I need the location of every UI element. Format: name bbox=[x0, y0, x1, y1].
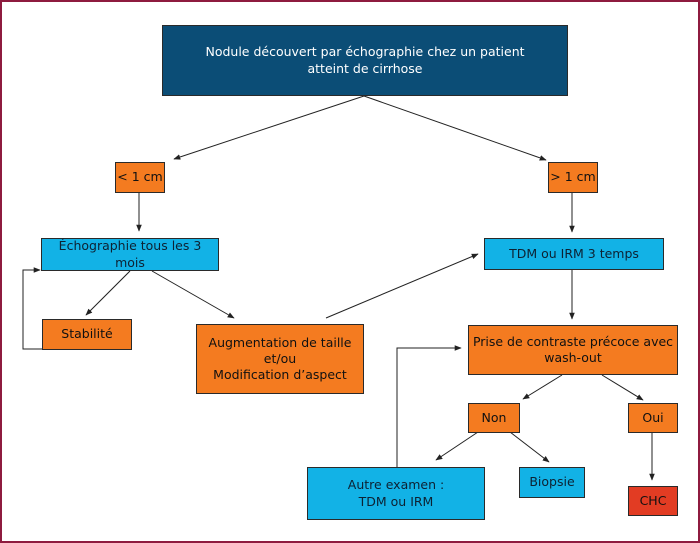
arrow-echo-to-stability bbox=[85, 270, 131, 316]
arrow-contrast-to-non bbox=[522, 374, 563, 400]
arrow-root-to-small bbox=[173, 95, 365, 160]
node-oui: Oui bbox=[628, 403, 678, 433]
node-contrast: Prise de contraste précoce avec wash-out bbox=[468, 325, 678, 375]
arrow-contrast-to-oui bbox=[601, 374, 644, 401]
loop-stability-to-echo bbox=[22, 267, 42, 350]
node-chc: CHC bbox=[628, 486, 678, 516]
node-other-exam: Autre examen : TDM ou IRM bbox=[307, 467, 485, 520]
root-node: Nodule découvert par échographie chez un… bbox=[162, 25, 568, 96]
node-growth: Augmentation de taille et/ou Modificatio… bbox=[196, 324, 364, 394]
node-echo: Échographie tous les 3 mois bbox=[41, 238, 219, 271]
arrow-echo-to-growth bbox=[151, 270, 235, 319]
node-small: < 1 cm bbox=[115, 162, 165, 193]
arrow-growth-to-tdm3 bbox=[325, 253, 479, 319]
node-large: > 1 cm bbox=[548, 162, 598, 193]
loop-other-exam-to-contrast bbox=[396, 345, 462, 467]
node-stability: Stabilité bbox=[42, 319, 132, 350]
arrow-non-to-other-exam bbox=[435, 431, 479, 461]
node-non: Non bbox=[468, 403, 520, 433]
arrow-root-to-large bbox=[363, 95, 547, 161]
node-biopsy: Biopsie bbox=[519, 467, 585, 498]
node-tdm3: TDM ou IRM 3 temps bbox=[484, 238, 664, 270]
arrow-non-to-biopsy bbox=[509, 431, 550, 463]
